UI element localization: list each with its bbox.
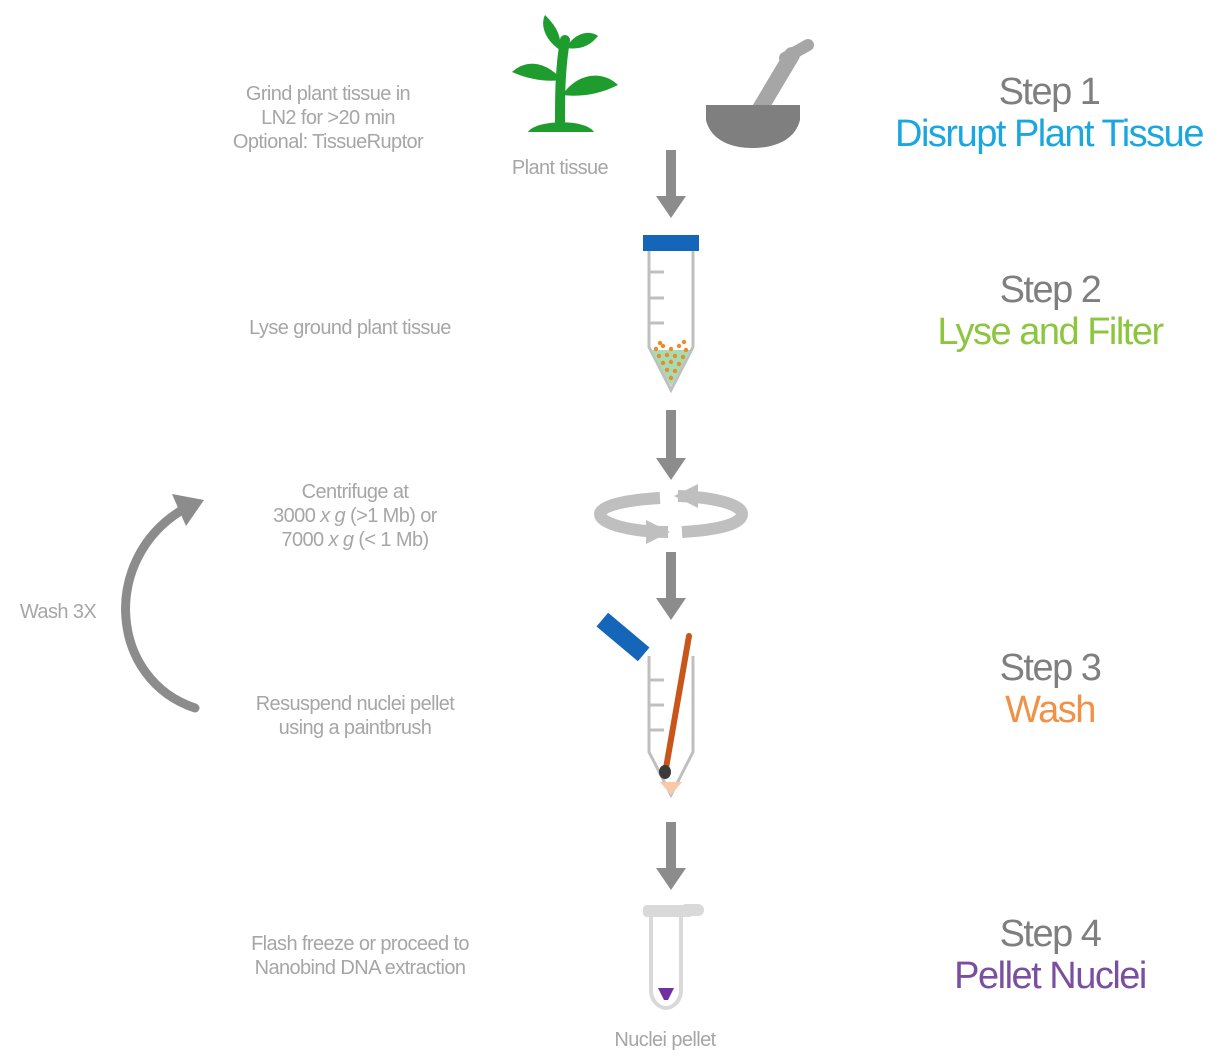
loop-arrow-icon (121, 494, 204, 713)
resuspend-line-2: using a paintbrush (278, 717, 432, 739)
flow-arrow-4 (656, 822, 686, 890)
speed-value-2: 7000 (281, 529, 329, 551)
flash-line-1: Flash freeze or proceed to (251, 933, 469, 955)
step-3-title: Wash (1005, 688, 1096, 731)
resuspend-instruction: Resuspend nuclei pellet using a paintbru… (215, 692, 495, 740)
centrifuge-line-1: Centrifuge at (301, 481, 409, 503)
flow-arrow-3 (656, 552, 686, 620)
step-2-number: Step 2 (999, 269, 1102, 311)
paintbrush-tube-icon (596, 612, 695, 799)
centrifuge-instruction: Centrifuge at 3000 x g (>1 Mb) or 7000 x… (240, 480, 470, 552)
size-range-1: (>1 Mb) or (345, 505, 437, 527)
flash-line-2: Nanobind DNA extraction (254, 957, 466, 979)
step-4-heading: Step 4 Pellet Nuclei (925, 913, 1175, 998)
flow-arrow-2 (656, 410, 686, 480)
step-4-number: Step 4 (999, 913, 1102, 955)
step-1-heading: Step 1 Disrupt Plant Tissue (868, 71, 1230, 156)
grind-line-1: Grind plant tissue in (245, 83, 411, 105)
centrifuge-rotation-icon (593, 484, 749, 544)
grind-line-3: Optional: TissueRuptor (232, 131, 424, 153)
flow-arrow-1 (656, 150, 686, 218)
flash-instruction: Flash freeze or proceed to Nanobind DNA … (210, 932, 510, 980)
mortar-pestle-icon (706, 39, 814, 148)
grind-instruction: Grind plant tissue in LN2 for >20 min Op… (213, 82, 443, 154)
nuclei-pellet-label: Nuclei pellet (614, 1029, 716, 1051)
step-3-number: Step 3 (999, 647, 1102, 689)
size-range-2: (< 1 Mb) (353, 529, 429, 551)
microcentrifuge-tube-icon (643, 904, 704, 1011)
step-1-number: Step 1 (998, 71, 1101, 113)
rcf-unit-1: x g (320, 505, 346, 527)
wash-loop-label: Wash 3X (19, 601, 97, 623)
centrifuge-line-3: 7000 x g (< 1 Mb) (240, 528, 470, 552)
conical-tube-icon (643, 235, 699, 394)
lyse-instruction: Lyse ground plant tissue (249, 317, 451, 339)
plant-tissue-label: Plant tissue (511, 157, 609, 179)
resuspend-line-1: Resuspend nuclei pellet (255, 693, 455, 715)
step-1-title: Disrupt Plant Tissue (895, 112, 1204, 155)
grind-line-2: LN2 for >20 min (261, 107, 395, 129)
rcf-unit-2: x g (328, 529, 354, 551)
step-2-heading: Step 2 Lyse and Filter (900, 269, 1200, 354)
centrifuge-line-2: 3000 x g (>1 Mb) or (240, 504, 470, 528)
step-2-title: Lyse and Filter (937, 310, 1164, 353)
plant-icon (512, 15, 618, 132)
speed-value-1: 3000 (273, 505, 321, 527)
step-3-heading: Step 3 Wash (950, 647, 1150, 732)
step-4-title: Pellet Nuclei (954, 954, 1147, 997)
